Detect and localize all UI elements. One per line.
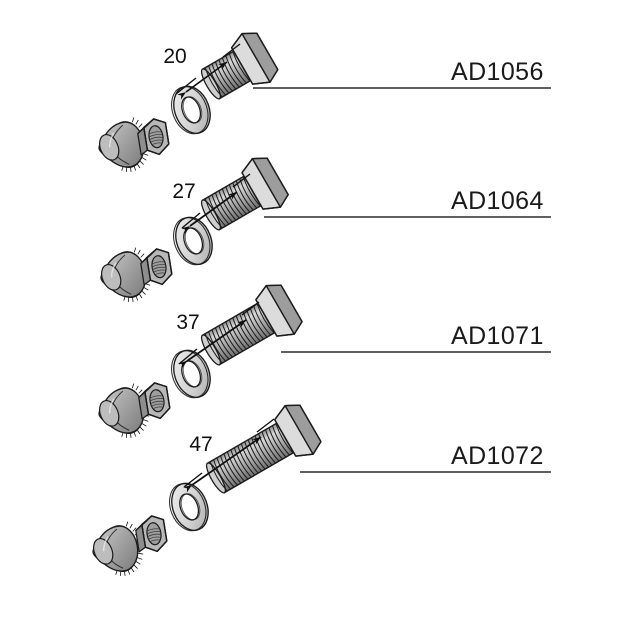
dimension-annotation-4: 47 — [183, 418, 275, 493]
hex-nut — [136, 380, 172, 422]
hex-nut — [135, 116, 171, 158]
hex-head-bolt — [205, 404, 322, 494]
dimension-value-4: 47 — [189, 433, 212, 456]
part-number-label-2: AD1064 — [451, 187, 544, 215]
assembly-group-2: 27 AD1064 — [94, 157, 551, 308]
hex-head-bolt — [200, 32, 279, 100]
hex-head-bolt — [200, 284, 303, 366]
flat-washer — [161, 475, 217, 539]
dimension-annotation-3: 37 — [176, 301, 260, 369]
dimension-value-1: 20 — [163, 45, 186, 68]
dimension-annotation-1: 20 — [163, 43, 241, 100]
dimension-annotation-2: 27 — [172, 173, 251, 234]
hex-nut — [138, 246, 174, 288]
part-number-label-3: AD1071 — [451, 322, 544, 350]
assembly-group-4: 47 AD1072 — [86, 404, 551, 582]
dimension-value-2: 27 — [172, 180, 195, 203]
part-number-label-4: AD1072 — [451, 442, 544, 470]
hex-nut — [133, 513, 169, 555]
dimension-value-3: 37 — [176, 311, 199, 334]
part-number-label-1: AD1056 — [451, 58, 544, 86]
assembly-group-3: 37 AD1071 — [92, 284, 551, 444]
assembly-group-1: 20 AD1056 — [92, 32, 551, 178]
hex-head-bolt — [200, 157, 289, 231]
